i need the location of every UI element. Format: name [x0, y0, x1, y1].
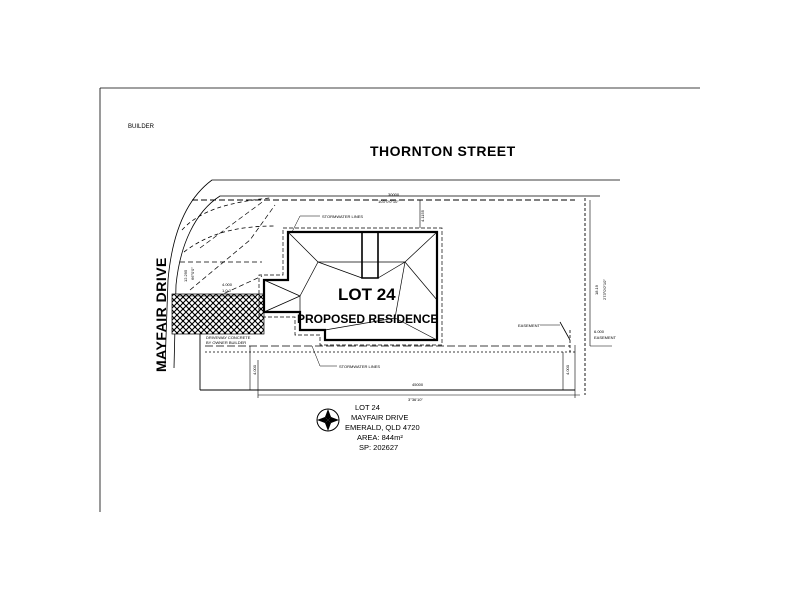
dim-easement-note: EASEMENT — [594, 335, 617, 340]
dim-easement-width: 6.000 — [594, 329, 605, 334]
dim-bottom-setback-left: 4.000 — [252, 364, 257, 375]
dim-top-bearing: 103°0'0"10" — [378, 199, 399, 204]
dim-bottom-bearing: 3°36'10" — [408, 397, 423, 402]
driveway-label-2: BY OWNER BUILDER — [206, 340, 246, 345]
stormwater-label-bottom: STORMWATER LINES — [339, 364, 380, 369]
driveway-label-1: DRIVEWAY CONCRETE — [206, 335, 251, 340]
lot-info-line4: AREA: 844m² — [357, 433, 403, 442]
dim-bottom-setback-right: 4.000 — [565, 364, 570, 375]
road-kerb-lines — [164, 179, 620, 369]
street-name-north: THORNTON STREET — [370, 143, 516, 159]
stormwater-label-top: STORMWATER LINES — [322, 214, 363, 219]
dim-right-depth: 18.19 — [594, 284, 599, 295]
dim-right-bearing: 273°0'0"10" — [602, 279, 607, 300]
easement-lines — [205, 321, 575, 353]
dim-left-bearing: 66°0'0" — [190, 267, 195, 280]
builder-label: BUILDER — [128, 124, 155, 130]
driveway-paving — [171, 293, 265, 335]
compass-rose-icon — [316, 408, 340, 432]
dim-top-setback: 4.1155 — [420, 209, 425, 222]
lot-info-line1: LOT 24 — [355, 403, 380, 412]
sheet-border — [99, 87, 700, 512]
annotation-leaders — [291, 215, 560, 367]
dim-bottom-length: 45000 — [412, 382, 424, 387]
street-name-west: MAYFAIR DRIVE — [153, 257, 169, 372]
easement-label: EASEMENT — [518, 323, 541, 328]
dim-left-setback-2: 1.0.0 — [222, 288, 232, 293]
residence-footprint — [258, 227, 443, 346]
lot-info-line2: MAYFAIR DRIVE — [351, 413, 408, 422]
lot-info-block: LOT 24 MAYFAIR DRIVE EMERALD, QLD 4720 A… — [345, 403, 420, 452]
roof-hip-lines — [263, 231, 438, 341]
dim-left-depth: 12.295 — [183, 269, 188, 282]
dimension-lines — [175, 200, 612, 398]
lot-title: LOT 24 — [338, 285, 396, 304]
dim-top-length: 30000 — [388, 192, 400, 197]
lot-info-line5: SP: 202627 — [359, 443, 398, 452]
dim-left-setback-1: 4.000 — [222, 282, 233, 287]
lot-info-line3: EMERALD, QLD 4720 — [345, 423, 420, 432]
residence-label: PROPOSED RESIDENCE — [297, 312, 438, 326]
